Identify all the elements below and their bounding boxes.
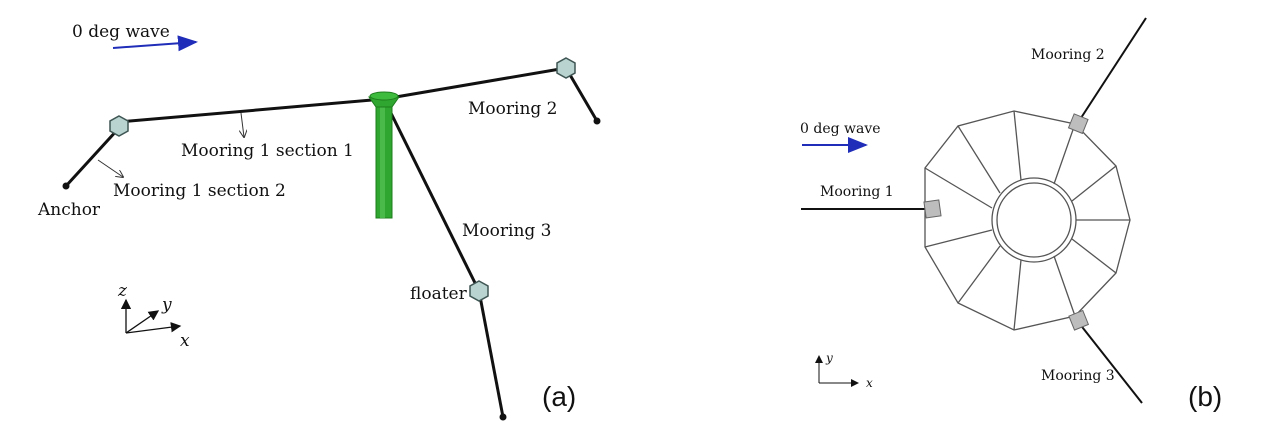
axis-x-arrow [125,322,182,334]
mooring-2-line-upper [383,66,567,101]
fairlead-mooring-2 [1067,113,1089,135]
floater-mooring-2 [556,57,576,79]
spar-buoy [368,91,400,219]
axis-y-arrow [125,310,160,334]
label-mooring-1-section-1: Mooring 1 section 1 [181,141,354,161]
panel-b-axis-x-label: x [866,376,873,390]
callout-section-2-arrow [97,159,123,177]
octagonal-platform [924,110,1131,331]
mooring-2-anchor [593,117,601,125]
mooring-2-line-lower [564,67,599,122]
floater-mooring-3 [469,280,489,302]
mooring-1-section-1-line [118,97,385,124]
label-mooring-2: Mooring 2 [468,99,558,119]
fairlead-mooring-3 [1068,309,1090,331]
callout-section-1-arrow [241,112,244,137]
mooring-1-section-2-line [64,126,121,188]
axis-y-label: y [161,295,172,315]
panel-a-tag: (a) [542,381,576,412]
panel-b-wave-label: 0 deg wave [800,121,881,137]
mooring-3-anchor [499,413,507,421]
panel-b-mooring-2-line [1078,17,1147,122]
label-floater: floater [410,284,468,304]
panel-a-wave-label: 0 deg wave [72,22,170,42]
panel-a: 0 deg wave Mooring 1 section 1 Moo [37,22,601,421]
floater-mooring-1 [109,115,129,137]
panel-b-label-mooring-2: Mooring 2 [1031,47,1105,63]
label-mooring-1-section-2: Mooring 1 section 2 [113,181,286,201]
panel-a-wave-arrow [112,35,198,52]
panel-b-label-mooring-3: Mooring 3 [1041,368,1115,384]
panel-b-axis-y-label: y [825,351,833,365]
panel-b-axis: y x [815,351,873,390]
panel-b-tag: (b) [1188,381,1222,412]
mooring-3-line-upper [382,98,481,292]
mooring-3-line-lower [477,290,505,418]
fairlead-mooring-1 [923,199,942,219]
axis-x-label: x [180,331,190,351]
label-mooring-3: Mooring 3 [462,221,552,241]
panel-b: 0 deg wave Mooring 1 [800,17,1222,412]
label-anchor: Anchor [37,200,101,220]
panel-b-label-mooring-1: Mooring 1 [820,184,894,200]
panel-a-axis-triad: z y x [117,281,190,351]
anchor-point [62,182,70,190]
panel-b-mooring-3-line [1078,322,1143,404]
axis-z-label: z [117,281,128,301]
